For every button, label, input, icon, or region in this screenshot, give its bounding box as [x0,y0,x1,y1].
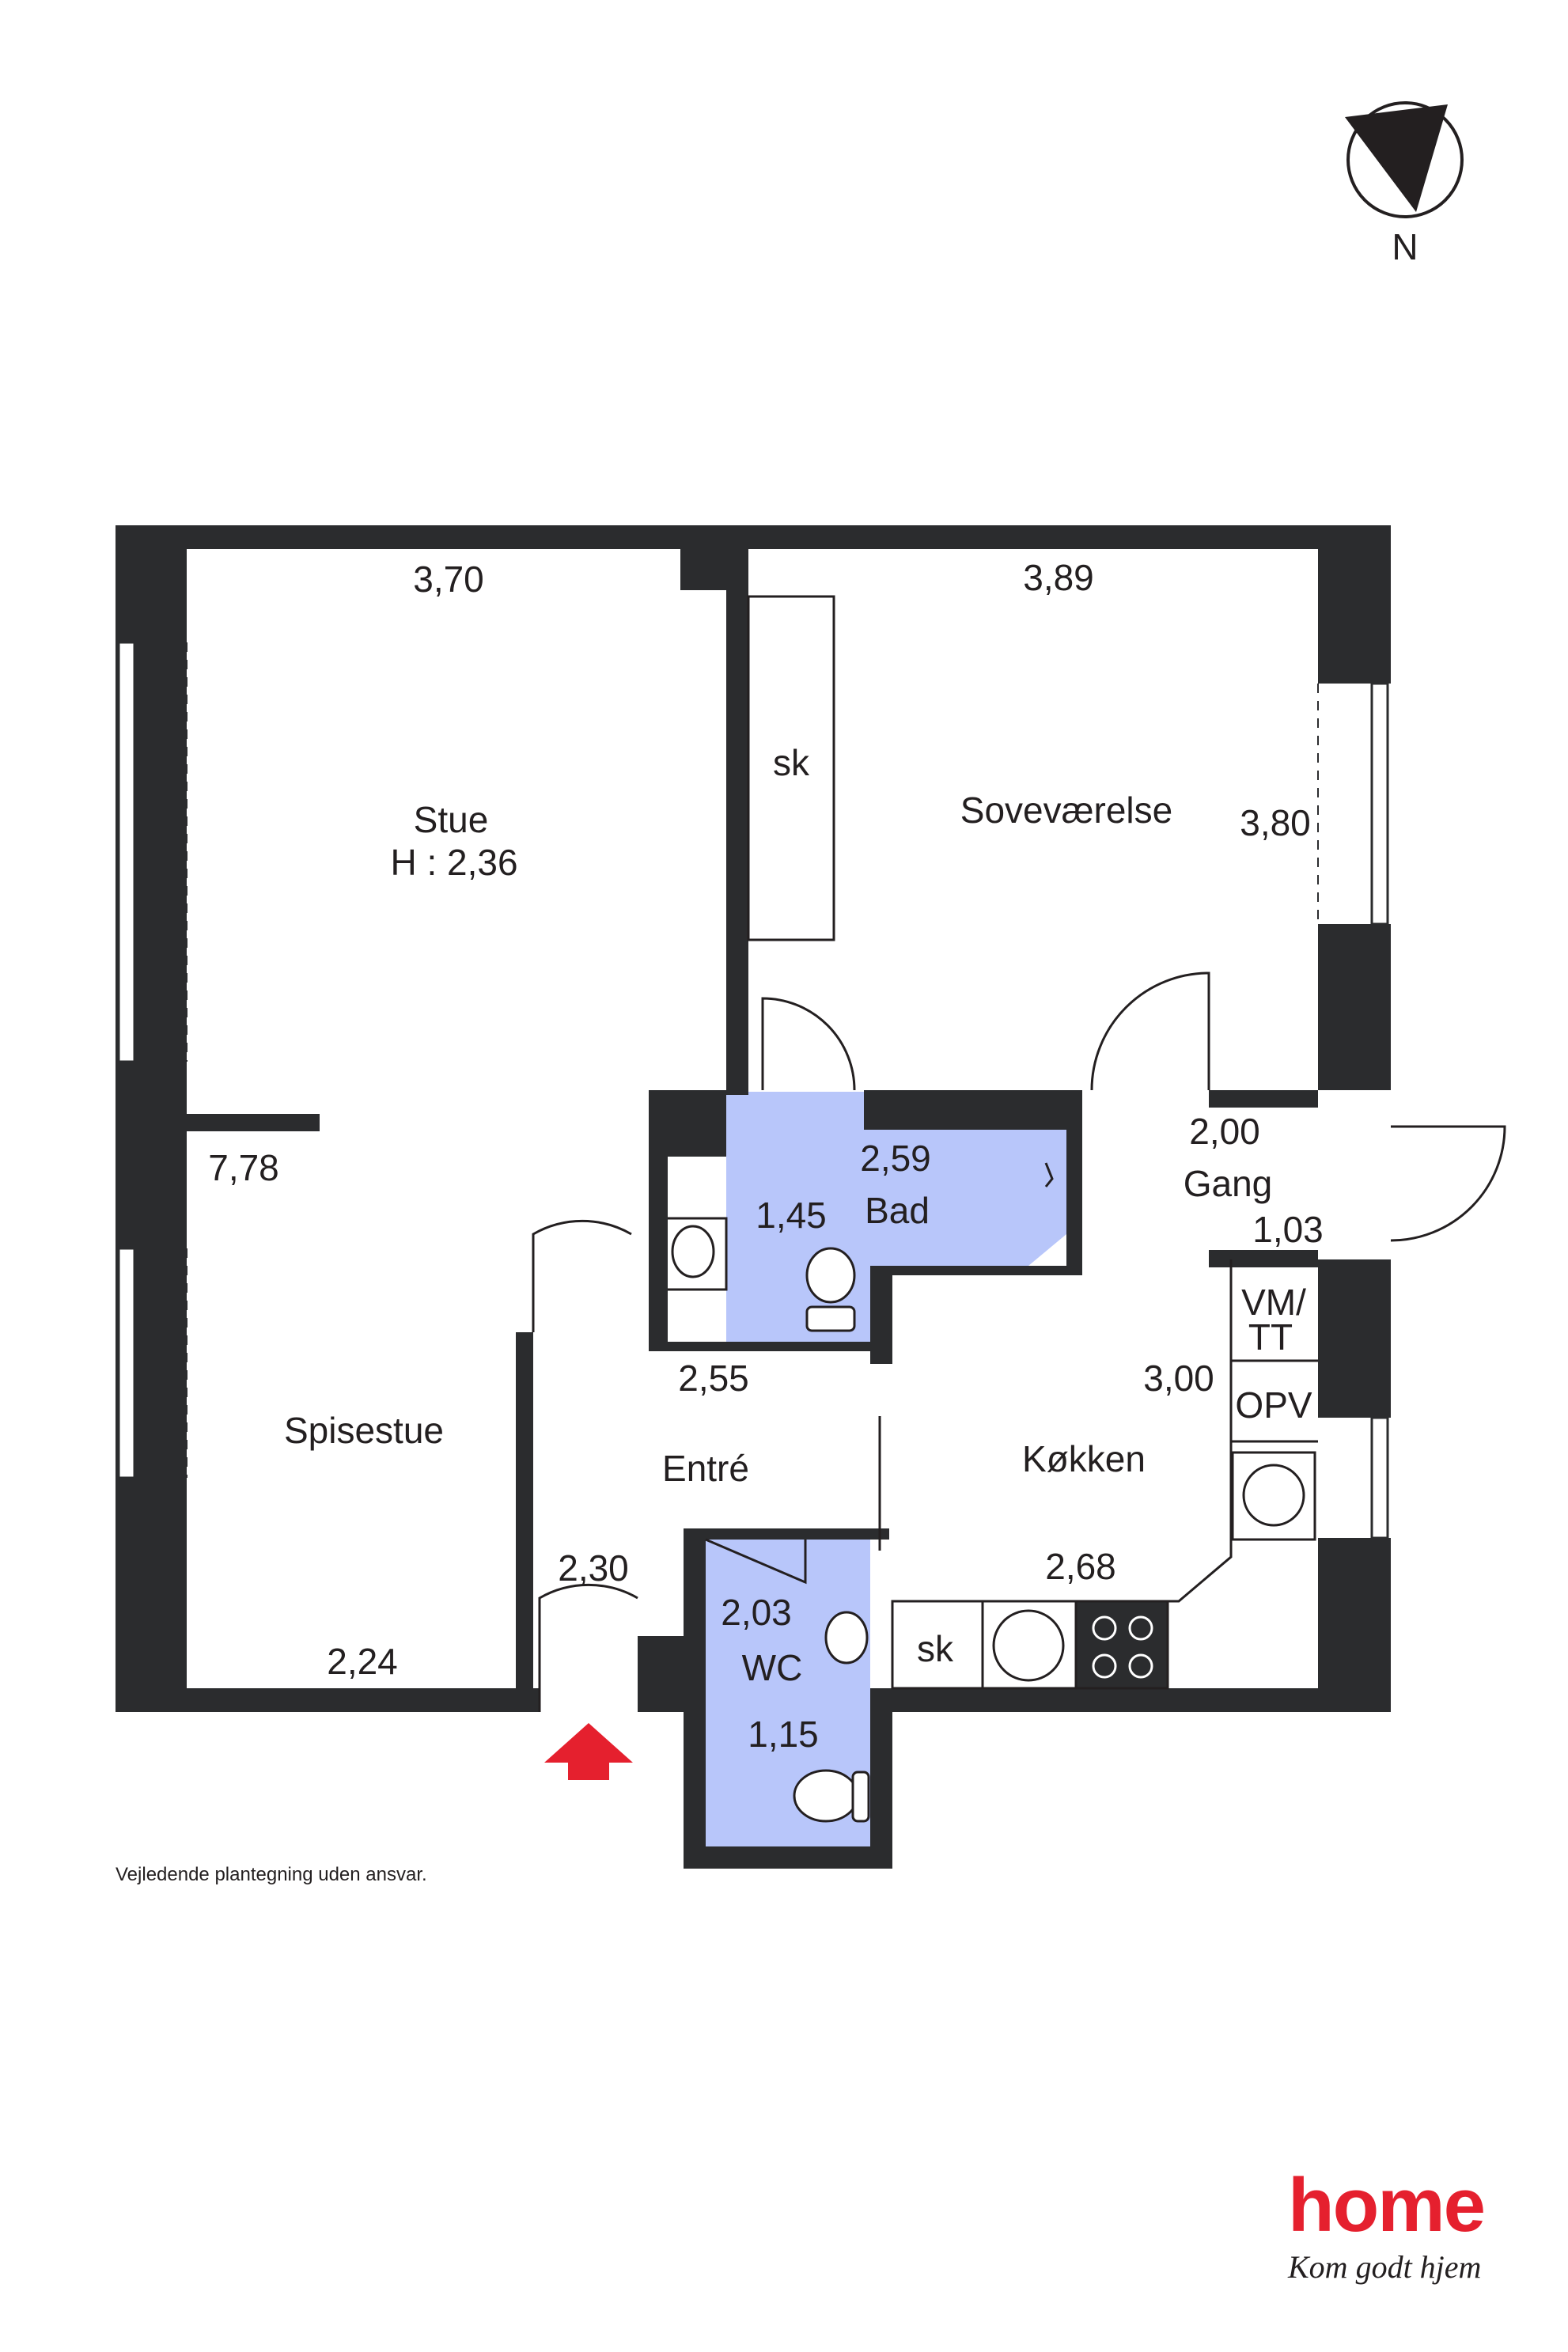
door-gang-exterior [1390,1125,1506,1242]
toilet-bad-tank [805,1305,856,1332]
wc-depth: 1,15 [748,1714,819,1755]
vm-tt-label-2: TT [1248,1316,1293,1358]
door-bad [761,997,856,1091]
sink-wc-icon [824,1611,869,1665]
stue-name: Stue [414,799,489,840]
brand-logo: home Kom godt hjem [1288,2168,1494,2294]
brand-name: home [1288,2163,1486,2248]
door-wc [705,1538,807,1585]
vm-tt-label-1: VM/ [1241,1282,1306,1323]
stue-width: 3,70 [413,559,484,600]
gang-width: 2,00 [1189,1111,1260,1152]
bedroom-name: Soveværelse [960,790,1172,831]
wall-entry-right [638,1636,685,1712]
bad-top-wall [864,1090,1081,1130]
spisestue-width: 2,24 [327,1641,398,1682]
window-spisestue [117,1247,136,1479]
wc-name: WC [742,1647,803,1688]
north-label: N [1392,226,1418,267]
door-bedroom [1090,971,1210,1091]
fixtures [668,595,1318,1823]
wc-top-wall [684,1528,810,1540]
opv-label: OPV [1235,1384,1312,1426]
gang-wall [1209,1090,1318,1108]
wall-right-bottom [1318,1538,1391,1712]
wardrobe-bedroom [747,595,835,941]
wall-bottom-left [116,1688,540,1712]
window-sills [186,642,1319,1478]
entre-left-wall [516,1332,533,1688]
kokken-name: Køkken [1022,1438,1146,1479]
labels: 3,70 Stue H : 2,36 3,89 sk Soveværelse 3… [208,557,1324,1755]
disclaimer-text: Vejledende plantegning uden ansvar. [116,1864,427,1885]
windows [117,641,1389,1540]
wall-bottom-right [870,1688,1391,1712]
walls [116,525,1391,1869]
sink-bad-icon [671,1225,715,1278]
window-kitchen [1370,1416,1389,1540]
sink-bad [668,1217,728,1291]
entre-width: 2,55 [678,1358,749,1399]
gang-wall-2 [1209,1250,1318,1267]
burner-2-icon [1128,1615,1153,1641]
window-stue [117,641,136,1063]
dishwasher [981,1600,1078,1690]
burner-4-icon [1128,1653,1153,1679]
kitchen-sink-bowl-icon [1242,1464,1305,1527]
stue-bed-wall [726,549,748,1095]
fan-icon [992,1609,1065,1682]
wc-left-wall [684,1528,706,1867]
wc-bottom-wall [684,1846,892,1869]
bad-bottom-wall-3 [668,1342,892,1351]
bad-name: Bad [865,1190,930,1231]
wc-right-wall [870,1688,892,1869]
bad-depth: 1,45 [756,1195,827,1236]
wall-right-mid [1318,924,1391,1090]
entrance-arrow-icon [544,1723,633,1780]
gang-depth: 1,03 [1252,1209,1324,1250]
spisestue-name: Spisestue [284,1410,444,1451]
door-front [538,1583,638,1712]
stove [1074,1600,1169,1690]
stue-height: H : 2,36 [390,842,517,883]
spisestue-depth: 7,78 [208,1147,279,1188]
window-bedroom [1370,682,1389,926]
compass: N [1345,101,1464,267]
wall-right-lower [1318,1259,1391,1418]
shower-icon [1044,1162,1054,1187]
toilet-wc-icon [793,1769,859,1823]
bedroom-width: 3,89 [1023,557,1094,598]
wall-top [116,525,1391,549]
bad-left-wall-2 [649,1090,668,1351]
doors [532,971,1506,1712]
wc-width: 2,03 [721,1592,792,1633]
kokken-depth: 3,00 [1143,1358,1214,1399]
bad-right-wall [1066,1090,1082,1266]
wall-right-upper [1318,525,1391,684]
toilet-bad-icon [805,1247,856,1304]
door-entre-dining [532,1219,632,1332]
toilet-wc-tank [851,1771,870,1823]
wardrobe-kitchen-label: sk [917,1628,954,1669]
brand-tagline: Kom godt hjem [1288,2249,1482,2285]
entre-name: Entré [662,1448,749,1489]
north-arrow-icon [1345,104,1448,212]
wc-entre-divider [810,1528,889,1540]
bad-width: 2,59 [860,1138,931,1179]
burner-1-icon [1092,1615,1117,1641]
kokken-width: 2,68 [1045,1546,1116,1587]
wardrobe-bedroom-label: sk [773,742,810,783]
bedroom-depth: 3,80 [1240,802,1311,843]
dining-partition [187,1114,320,1131]
entre-depth: 2,30 [558,1547,629,1589]
bad-bottom-wall [870,1266,1082,1275]
burner-3-icon [1092,1653,1117,1679]
gang-name: Gang [1184,1163,1273,1204]
